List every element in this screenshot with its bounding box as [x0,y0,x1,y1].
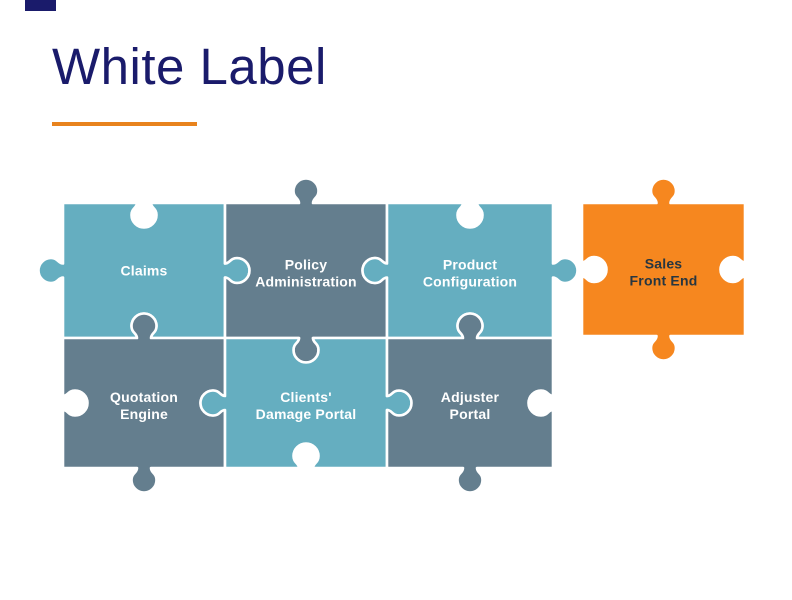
corner-accent-bar [25,0,56,11]
puzzle-piece-label-claims: Claims [120,263,167,279]
puzzle-piece-label-clients-damage-portal: Clients'Damage Portal [256,389,357,422]
title-underline [52,122,197,126]
puzzle-piece-adjuster-portal [385,312,555,494]
puzzle-piece-sales-front-end [580,177,747,362]
page-title: White Label [52,38,327,95]
